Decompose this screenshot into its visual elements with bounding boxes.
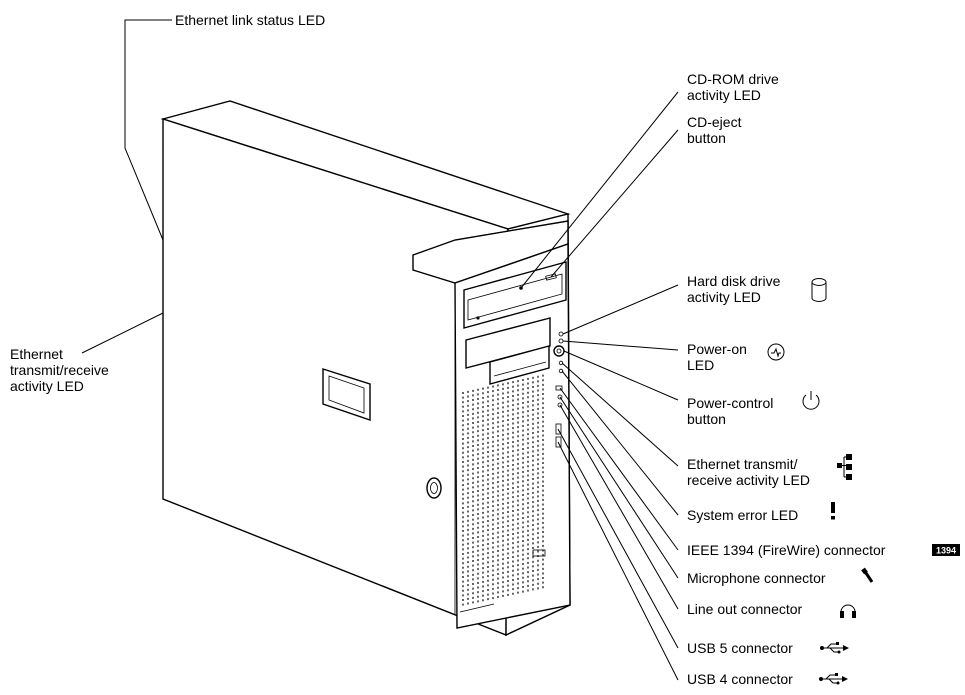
usb-icon: [819, 673, 848, 685]
leader-ieee1394: [559, 387, 679, 551]
drive-bay-3: [489, 345, 550, 385]
firewire-port[interactable]: [555, 385, 563, 391]
leader-microphone: [559, 396, 679, 579]
power-on-icon: [767, 343, 785, 361]
label-line-out: Line out connector: [687, 601, 803, 617]
power-control-button[interactable]: [553, 345, 565, 357]
ethernet-led: [558, 360, 564, 366]
leader-ethernet-right: [561, 362, 679, 467]
cd-eject-button[interactable]: [545, 273, 557, 281]
leader-cd-eject: [550, 129, 679, 278]
vent-grille: [462, 374, 544, 606]
label-ieee1394: IEEE 1394 (FireWire) connector: [687, 542, 886, 558]
label-power-on: Power-on LED: [687, 341, 751, 373]
headphones-icon: [840, 604, 856, 618]
leader-ethernet-link: [124, 19, 172, 241]
firewire-badge-text: 1394: [936, 546, 956, 556]
line-out-jack[interactable]: [557, 402, 563, 408]
label-hdd-activity: Hard disk drive activity LED: [687, 273, 784, 305]
label-ethernet-link-status: Ethernet link status LED: [175, 12, 325, 28]
leader-power-control: [563, 350, 679, 401]
label-ethernet-activity-left: Ethernet transmit/receive activity LED: [10, 346, 113, 394]
server-tower: [160, 100, 571, 637]
network-icon: [837, 454, 852, 480]
microphone-icon: [861, 567, 874, 583]
label-usb5: USB 5 connector: [687, 640, 793, 656]
microphone-jack[interactable]: [557, 394, 563, 400]
leader-system-error: [561, 370, 679, 516]
system-error-led: [558, 368, 564, 374]
leader-usb5: [557, 428, 679, 649]
label-microphone: Microphone connector: [687, 570, 826, 586]
drive-bay-2: [465, 317, 551, 369]
usb4-port[interactable]: [555, 436, 562, 448]
leader-power-on: [562, 340, 679, 351]
front-badge: [532, 549, 546, 557]
label-cd-eject: CD-eject button: [687, 114, 745, 146]
power-button-icon: [802, 391, 820, 410]
label-ethernet-activity-right: Ethernet transmit/ receive activity LED: [687, 456, 810, 488]
label-usb4: USB 4 connector: [687, 671, 793, 687]
disk-cylinder-icon: [811, 278, 827, 302]
leader-cdrom: [520, 91, 679, 289]
exclamation-icon: [831, 502, 835, 520]
leader-hdd: [562, 284, 679, 335]
side-handle: [322, 368, 371, 421]
usb-icon: [820, 642, 849, 654]
usb5-port[interactable]: [555, 423, 562, 435]
leader-usb4: [557, 441, 679, 681]
leader-ethernet-left: [81, 312, 164, 354]
side-lock-icon: [426, 477, 442, 499]
leader-line-out: [559, 404, 679, 610]
label-cdrom-activity: CD-ROM drive activity LED: [687, 71, 783, 103]
label-system-error: System error LED: [687, 507, 798, 523]
label-power-control: Power-control button: [687, 395, 777, 427]
firewire-icon: 1394: [932, 544, 960, 556]
leader-lines: [81, 19, 679, 681]
